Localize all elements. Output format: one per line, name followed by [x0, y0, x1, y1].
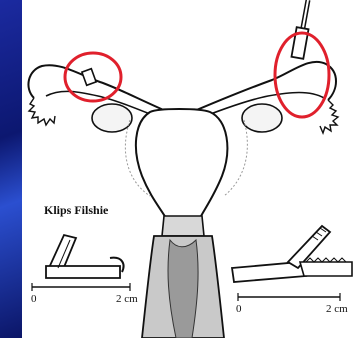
left-tube-clip	[82, 69, 96, 86]
right-scale-start: 0	[236, 303, 242, 315]
left-scale-start: 0	[31, 293, 37, 305]
cervix	[162, 216, 204, 236]
applicator-drawing	[232, 226, 352, 282]
clip-title: Klips Filshie	[44, 203, 108, 218]
right-scale-end: 2 cm	[326, 303, 348, 315]
open-clip-drawing	[46, 235, 124, 278]
uterus-body	[136, 109, 227, 218]
left-ovary	[92, 104, 132, 132]
left-fimbriae	[29, 98, 55, 125]
right-ovary	[242, 104, 282, 132]
left-scale-end: 2 cm	[116, 293, 138, 305]
